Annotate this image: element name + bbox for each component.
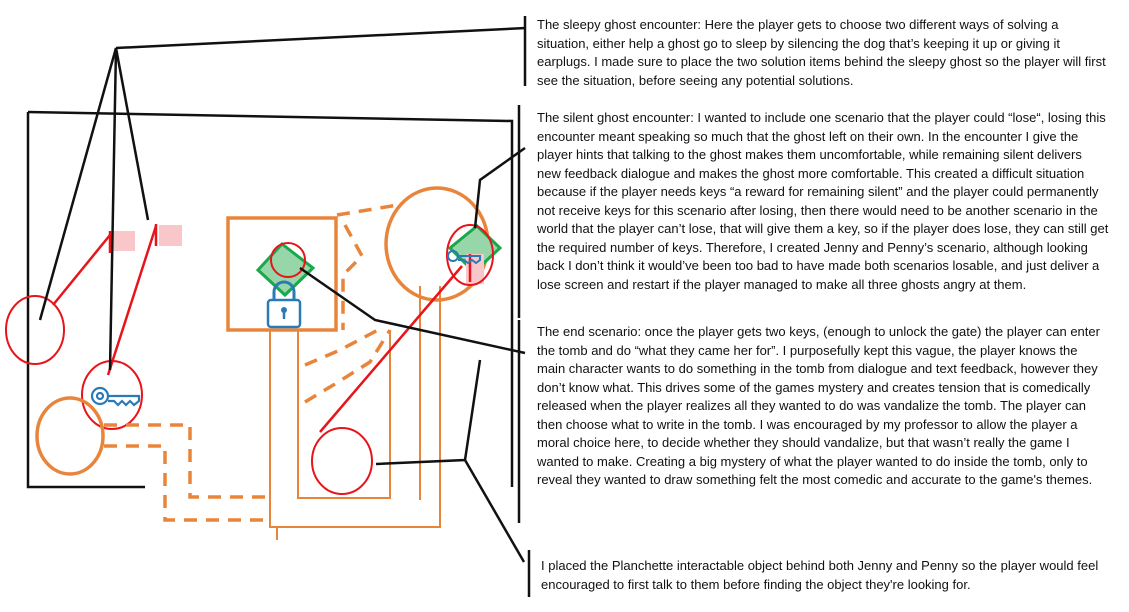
callout-lines [38, 16, 531, 597]
tomb [226, 216, 338, 332]
solution-items [52, 224, 182, 306]
left-ghost-circle [35, 396, 105, 476]
tomb-ghost-marker [270, 242, 306, 278]
padlock-icon [266, 280, 302, 329]
silent-ghost-note: The silent ghost encounter: I wanted to … [537, 110, 1109, 292]
boundary-walls [26, 110, 514, 489]
dashed-path [104, 203, 399, 522]
end-ghost-marker [311, 427, 373, 495]
key-icon [90, 386, 141, 407]
jenny-penny-ghost-marker [446, 224, 494, 286]
key-icon [447, 250, 481, 265]
sleepy-ghost-note: The sleepy ghost encounter: Here the pla… [537, 17, 1106, 88]
planchette-note: I placed the Planchette interactable obj… [541, 558, 1099, 592]
planchette-marker [255, 241, 316, 298]
end-scenario-note: The end scenario: once the player gets t… [537, 324, 1100, 487]
tomb-paths [269, 286, 441, 540]
sleepy-ghost-marker [5, 295, 65, 365]
